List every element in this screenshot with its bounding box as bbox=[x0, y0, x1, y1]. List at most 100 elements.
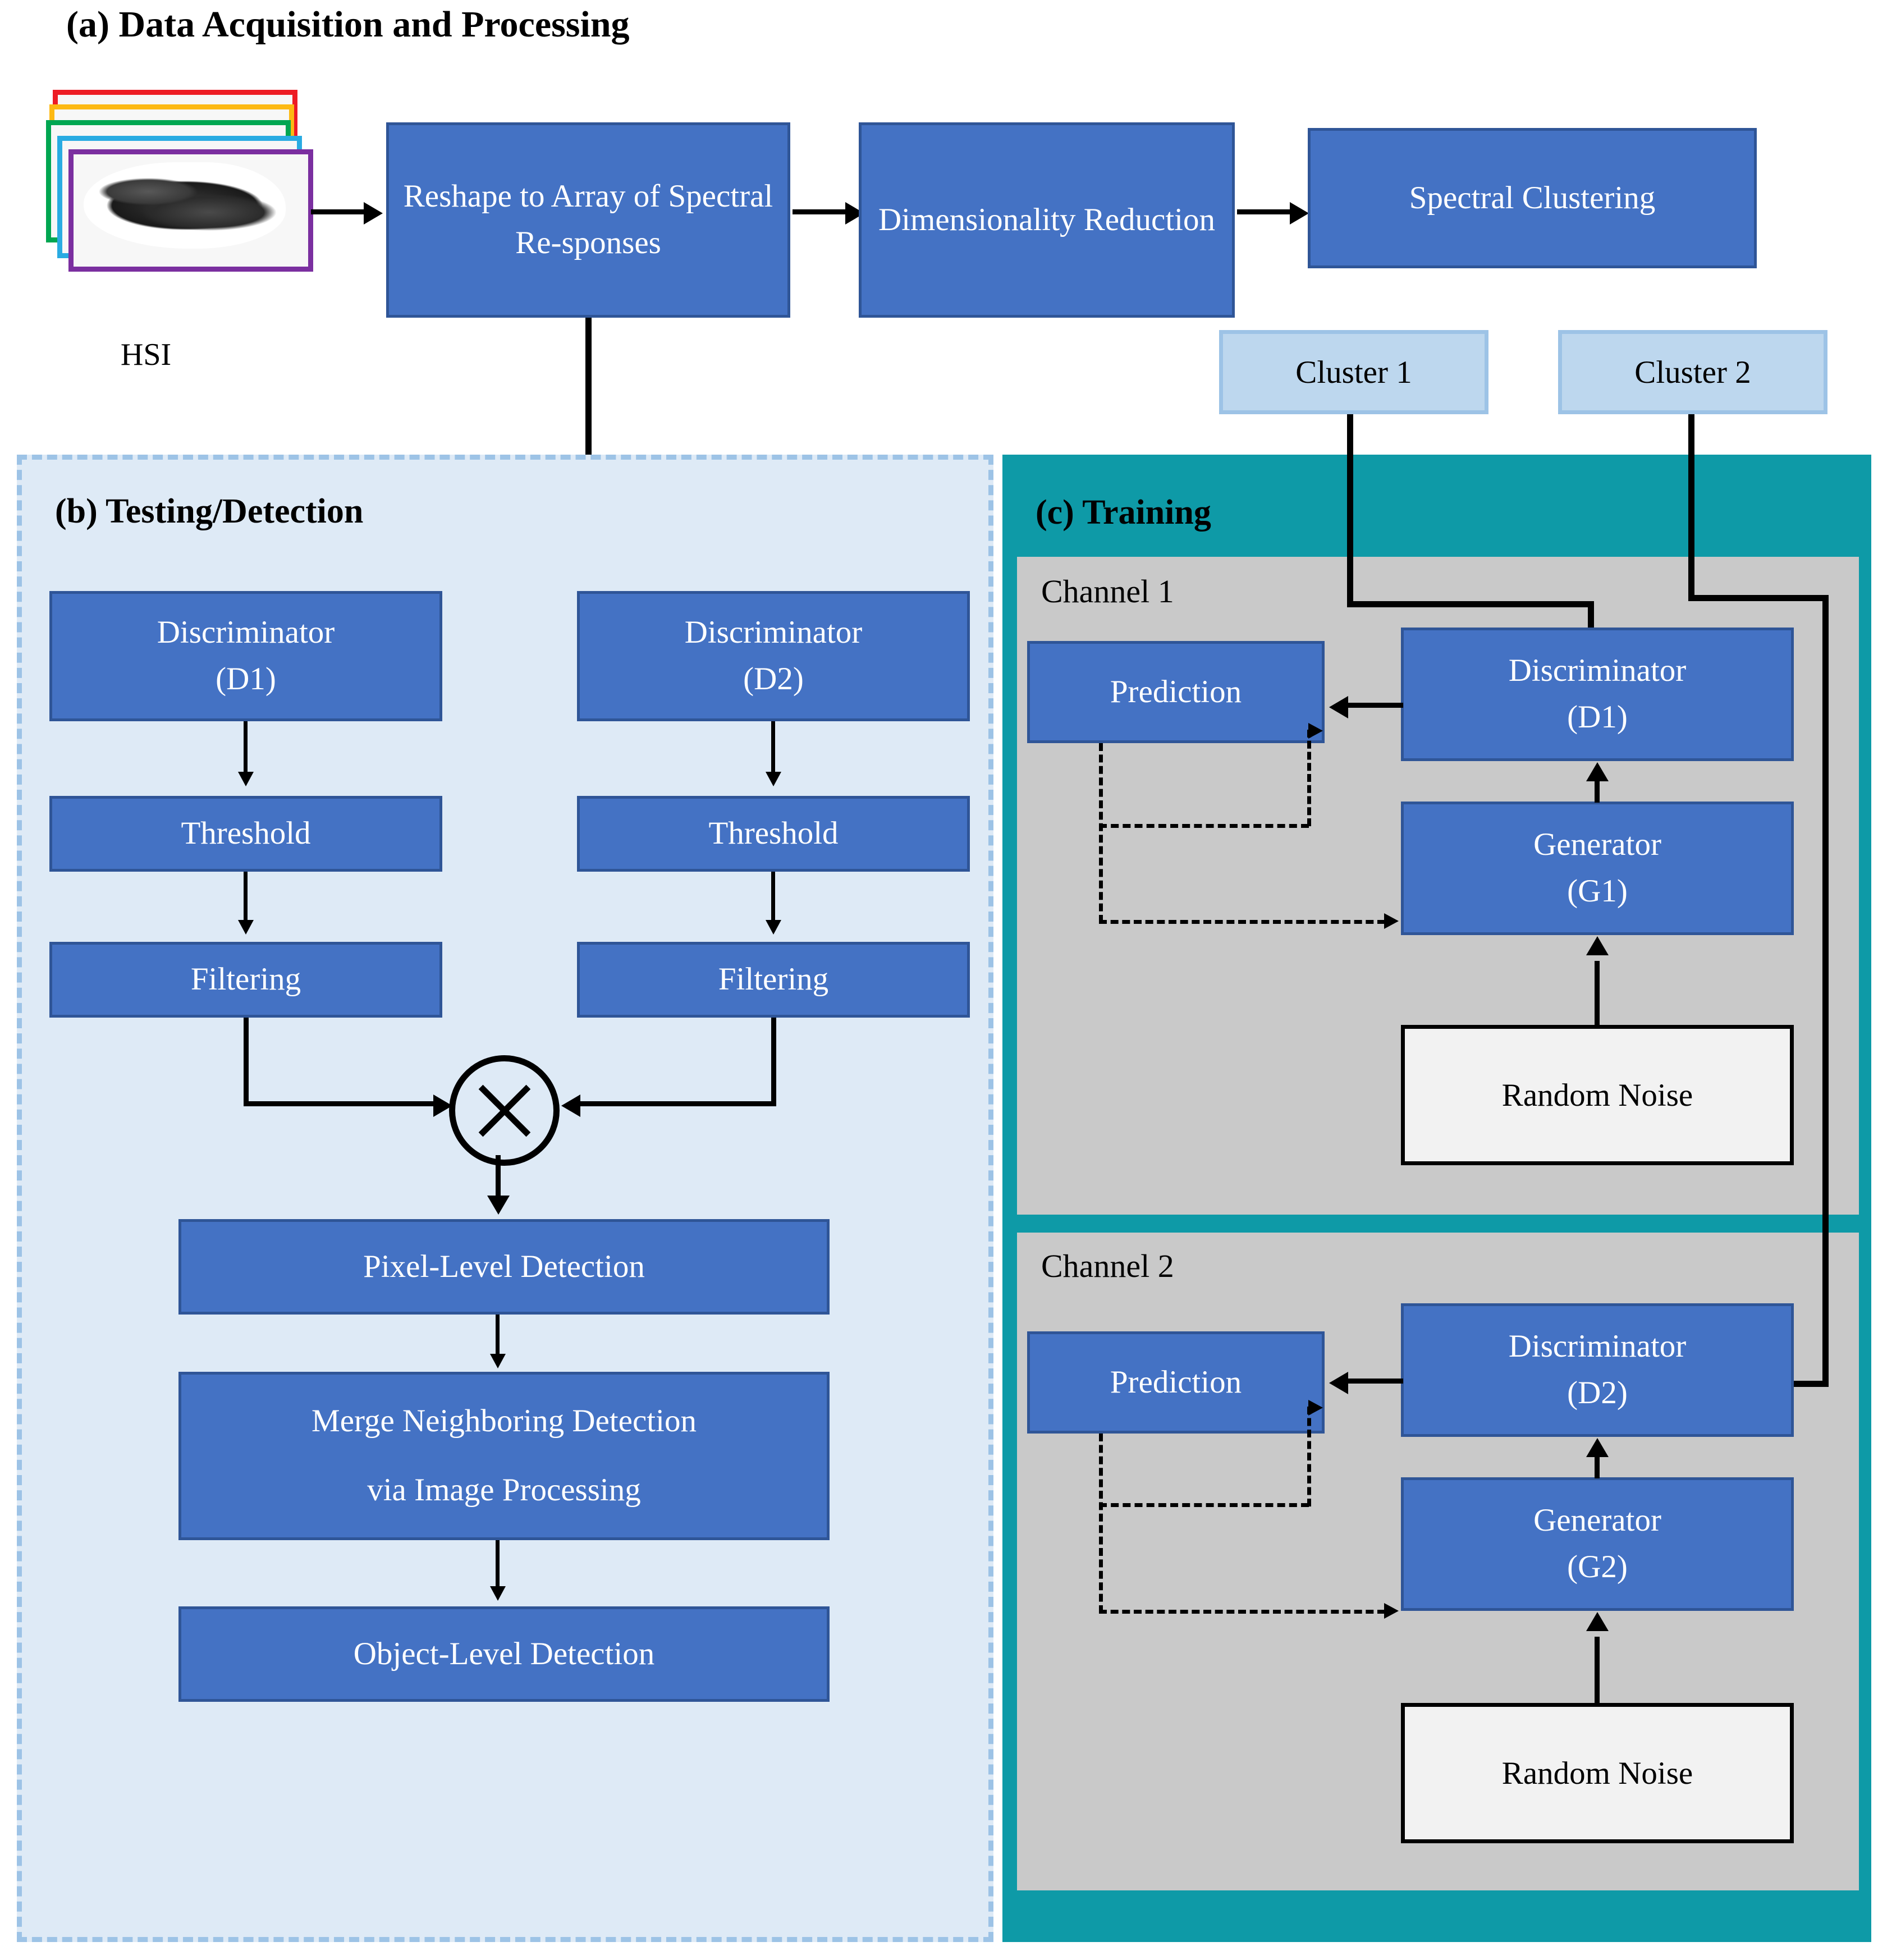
arrowhead-g1-to-d1 bbox=[1586, 762, 1609, 781]
arrowhead-noise-to-g2 bbox=[1586, 1612, 1609, 1631]
box-prediction-channel-1[interactable]: Prediction bbox=[1027, 641, 1325, 743]
connector-reshape-trunk-vertical bbox=[585, 318, 592, 531]
dashed-prediction-c2-to-g2-h bbox=[1099, 1610, 1385, 1614]
connector-d1-to-prediction-c1 bbox=[1347, 703, 1403, 708]
connector-noise-to-g1 bbox=[1595, 961, 1600, 1027]
box-threshold-right[interactable]: Threshold bbox=[577, 796, 970, 872]
arrowhead-d2-to-prediction-c2 bbox=[1329, 1372, 1348, 1394]
dashed-prediction-c1-down bbox=[1099, 743, 1103, 923]
prediction-channel-2-label: Prediction bbox=[1110, 1364, 1242, 1400]
box-discriminator-d2-testing[interactable]: Discriminator (D2) bbox=[577, 591, 970, 721]
arrowhead-d2-to-threshold bbox=[766, 772, 781, 786]
arrowhead-noise-to-g1 bbox=[1586, 936, 1609, 955]
box-reshape-to-array[interactable]: Reshape to Array of Spectral Re-sponses bbox=[386, 122, 790, 318]
arrowhead-merge-to-object bbox=[490, 1586, 506, 1601]
section-a-title: (a) Data Acquisition and Processing bbox=[66, 4, 630, 45]
connector-filtering-right-left bbox=[579, 1101, 776, 1106]
connector-cluster1-down-2 bbox=[1588, 601, 1594, 651]
connector-cluster1-down-1 bbox=[1347, 414, 1353, 605]
filtering-left-label: Filtering bbox=[190, 961, 301, 997]
box-dimred-label: Dimensionality Reduction bbox=[878, 202, 1215, 237]
connector-filtering-left-right bbox=[244, 1101, 442, 1106]
box-filtering-left[interactable]: Filtering bbox=[49, 942, 442, 1018]
connector-dimred-to-clustering bbox=[1237, 209, 1293, 214]
box-discriminator-d1-testing[interactable]: Discriminator (D1) bbox=[49, 591, 442, 721]
d1-training-line1: Discriminator bbox=[1508, 653, 1687, 689]
box-merge-neighboring-detection[interactable]: Merge Neighboring Detection via Image Pr… bbox=[178, 1372, 830, 1540]
section-c-title: (c) Training bbox=[1036, 493, 1211, 532]
box-discriminator-d1-training[interactable]: Discriminator (D1) bbox=[1401, 628, 1794, 761]
dashed-prediction-c2-to-d2-h bbox=[1099, 1503, 1309, 1507]
connector-cluster2-down-1 bbox=[1688, 414, 1694, 599]
box-pixel-level-detection[interactable]: Pixel-Level Detection bbox=[178, 1219, 830, 1315]
hsi-image-stack bbox=[39, 90, 313, 272]
connector-filtering-right-down bbox=[771, 1018, 776, 1106]
box-threshold-left[interactable]: Threshold bbox=[49, 796, 442, 872]
d2-training-line2: (D2) bbox=[1567, 1375, 1628, 1411]
random-noise-channel-2-label: Random Noise bbox=[1501, 1755, 1693, 1791]
arrowhead-d1-to-threshold bbox=[238, 772, 254, 786]
box-generator-g1[interactable]: Generator (G1) bbox=[1401, 802, 1794, 935]
connector-threshold-left-to-filtering bbox=[244, 872, 248, 926]
box-spectral-clustering[interactable]: Spectral Clustering bbox=[1308, 128, 1757, 268]
connector-merge-to-object bbox=[496, 1540, 500, 1592]
arrowhead-prediction-c2-to-d2 bbox=[1308, 1400, 1323, 1416]
box-prediction-channel-2[interactable]: Prediction bbox=[1027, 1331, 1325, 1434]
box-generator-g2[interactable]: Generator (G2) bbox=[1401, 1477, 1794, 1611]
multiply-operator-node bbox=[449, 1055, 560, 1166]
threshold-right-label: Threshold bbox=[708, 816, 839, 851]
box-filtering-right[interactable]: Filtering bbox=[577, 942, 970, 1018]
box-dimensionality-reduction[interactable]: Dimensionality Reduction bbox=[859, 122, 1235, 318]
dashed-prediction-c2-to-d2-v bbox=[1307, 1407, 1311, 1506]
g1-line2: (G1) bbox=[1567, 873, 1628, 909]
box-reshape-label: Reshape to Array of Spectral Re-sponses bbox=[403, 178, 773, 260]
filtering-right-label: Filtering bbox=[718, 961, 829, 997]
connector-cluster2-down-2 bbox=[1822, 595, 1829, 1386]
connector-threshold-right-to-filtering bbox=[771, 872, 775, 926]
g2-line2: (G2) bbox=[1567, 1549, 1628, 1585]
connector-hsi-to-reshape bbox=[311, 209, 367, 214]
connector-noise-to-g2 bbox=[1595, 1637, 1600, 1705]
discriminator-d1-line1: Discriminator bbox=[157, 615, 335, 651]
box-cluster-1[interactable]: Cluster 1 bbox=[1219, 330, 1488, 414]
channel-2-title: Channel 2 bbox=[1041, 1248, 1174, 1284]
arrowhead-pixel-to-merge bbox=[490, 1354, 506, 1368]
g1-line1: Generator bbox=[1533, 827, 1661, 863]
connector-cluster2-right bbox=[1688, 595, 1829, 601]
dashed-prediction-c1-to-d1-h bbox=[1099, 824, 1309, 828]
section-b-title: (b) Testing/Detection bbox=[55, 492, 364, 530]
box-random-noise-channel-1[interactable]: Random Noise bbox=[1401, 1025, 1794, 1165]
box-cluster-2[interactable]: Cluster 2 bbox=[1558, 330, 1827, 414]
box-discriminator-d2-training[interactable]: Discriminator (D2) bbox=[1401, 1303, 1794, 1437]
channel-1-title: Channel 1 bbox=[1041, 573, 1174, 610]
connector-mult-to-pixel-level bbox=[496, 1155, 501, 1205]
hsi-sample-photo bbox=[84, 162, 286, 249]
connector-g2-to-d2 bbox=[1595, 1454, 1600, 1478]
dashed-prediction-c2-down bbox=[1099, 1434, 1103, 1613]
connector-reshape-to-dimred bbox=[793, 209, 850, 214]
arrowhead-prediction-c1-to-g1 bbox=[1384, 913, 1399, 929]
prediction-channel-1-label: Prediction bbox=[1110, 674, 1242, 709]
arrowhead-dimred-to-clustering bbox=[1290, 202, 1309, 225]
connector-d2-to-threshold bbox=[771, 721, 775, 777]
discriminator-d2-line1: Discriminator bbox=[684, 615, 863, 651]
box-object-level-detection[interactable]: Object-Level Detection bbox=[178, 1606, 830, 1702]
discriminator-d2-line2: (D2) bbox=[743, 661, 804, 697]
cluster-2-label: Cluster 2 bbox=[1634, 354, 1751, 390]
arrowhead-mult-to-pixel-level bbox=[487, 1196, 510, 1215]
connector-d2-to-prediction-c2 bbox=[1347, 1379, 1403, 1384]
arrowhead-d1-to-prediction-c1 bbox=[1329, 696, 1348, 718]
hsi-band-5 bbox=[68, 149, 313, 272]
arrowhead-threshold-right-to-filtering bbox=[766, 920, 781, 935]
box-random-noise-channel-2[interactable]: Random Noise bbox=[1401, 1703, 1794, 1843]
merge-detection-line1: Merge Neighboring Detection bbox=[312, 1403, 697, 1439]
merge-detection-line2: via Image Processing bbox=[367, 1472, 641, 1508]
arrowhead-hsi-to-reshape bbox=[364, 202, 383, 225]
threshold-left-label: Threshold bbox=[181, 816, 311, 851]
g2-line1: Generator bbox=[1533, 1503, 1661, 1538]
arrowhead-filtering-right-into-mult bbox=[561, 1095, 580, 1117]
discriminator-d1-line2: (D1) bbox=[216, 661, 276, 697]
arrowhead-prediction-c2-to-g2 bbox=[1384, 1603, 1399, 1619]
connector-filtering-left-down bbox=[244, 1018, 249, 1106]
